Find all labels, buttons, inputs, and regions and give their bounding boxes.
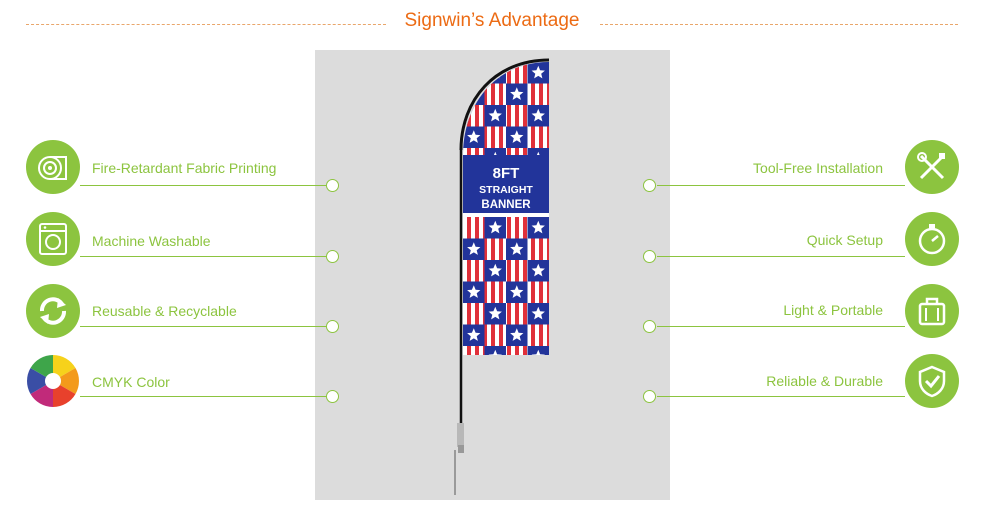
connector-line <box>80 185 326 186</box>
connector-dot <box>643 179 656 192</box>
connector-dot <box>326 179 339 192</box>
fabric-roll-icon <box>26 140 80 194</box>
page-title: Signwin’s Advantage <box>404 10 580 31</box>
feature-machine-washable: Machine Washable <box>26 212 346 272</box>
feature-label: Reusable & Recyclable <box>92 303 237 319</box>
connector-line <box>657 185 905 186</box>
feature-label: Reliable & Durable <box>766 373 883 389</box>
feature-label: Light & Portable <box>783 302 883 318</box>
connector-line <box>657 396 905 397</box>
product-stage: 8FT STRAIGHT BANNER <box>315 50 670 500</box>
connector-line <box>80 326 326 327</box>
shield-check-icon <box>905 354 959 408</box>
connector-dot <box>643 320 656 333</box>
feature-label: Machine Washable <box>92 233 211 249</box>
connector-dot <box>326 250 339 263</box>
flag-line-2: STRAIGHT <box>479 184 533 196</box>
connector-dot <box>326 320 339 333</box>
color-wheel-icon <box>26 354 80 408</box>
feature-light-portable: Light & Portable <box>643 284 959 344</box>
stopwatch-icon <box>905 212 959 266</box>
recycle-icon <box>26 284 80 338</box>
connector-line <box>657 326 905 327</box>
connector-dot <box>326 390 339 403</box>
flag-line-3: BANNER <box>481 199 531 211</box>
connector-line <box>657 256 905 257</box>
bag-icon <box>905 284 959 338</box>
flag-banner-image: 8FT STRAIGHT BANNER <box>454 58 550 495</box>
connector-dot <box>643 250 656 263</box>
connector-line <box>80 256 326 257</box>
feature-cmyk: CMYK Color <box>26 354 346 414</box>
feature-tool-free: Tool-Free Installation <box>643 140 959 200</box>
feature-quick-setup: Quick Setup <box>643 212 959 272</box>
feature-reusable: Reusable & Recyclable <box>26 284 346 344</box>
feature-reliable-durable: Reliable & Durable <box>643 354 959 414</box>
header-divider-right <box>600 24 958 25</box>
feature-fire-retardant: Fire-Retardant Fabric Printing <box>26 140 346 200</box>
connector-dot <box>643 390 656 403</box>
feature-label: Tool-Free Installation <box>753 160 883 176</box>
feature-label: CMYK Color <box>92 374 170 390</box>
flag-line-1: 8FT <box>493 165 520 182</box>
feature-label: Fire-Retardant Fabric Printing <box>92 160 277 176</box>
feature-label: Quick Setup <box>806 232 883 248</box>
connector-line <box>80 396 326 397</box>
header-divider-left <box>26 24 386 25</box>
washing-machine-icon <box>26 212 80 266</box>
tools-crossed-icon <box>905 140 959 194</box>
